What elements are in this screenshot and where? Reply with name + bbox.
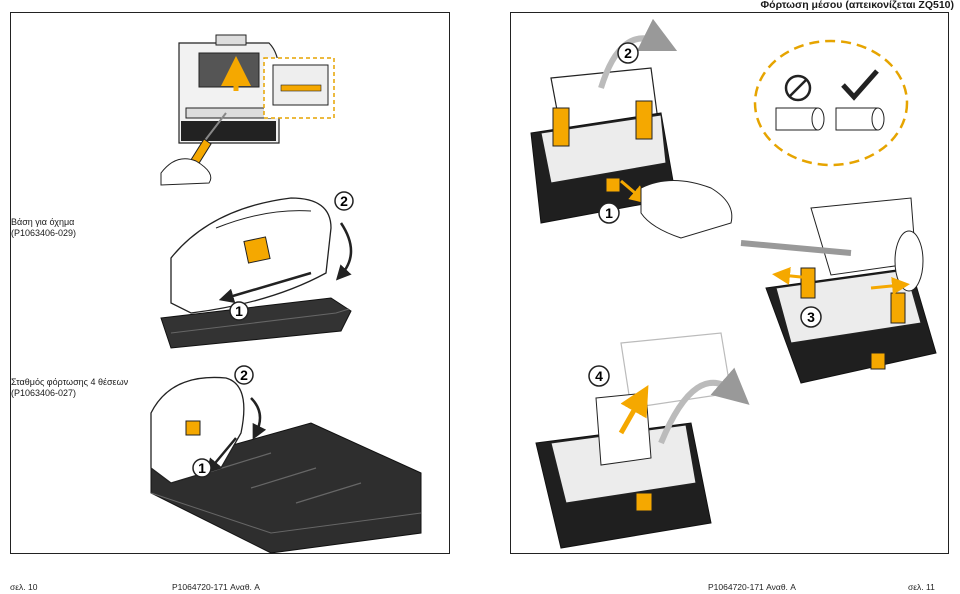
printer-open-lid-illustration (530, 18, 678, 224)
left-illustration-panel: 2 1 2 1 Βάση για όχημα (P1063406-029) Στ… (10, 12, 450, 554)
vehicle-cradle-illustration (160, 191, 354, 349)
roll-insertion-illustration (740, 197, 937, 384)
checkmark-icon (841, 69, 879, 101)
left-page-number: σελ. 10 (10, 582, 38, 592)
left-document-id: P1064720-171 Αναθ. A (172, 582, 260, 592)
media-step-4: 4 (595, 368, 603, 384)
right-page-number: σελ. 11 (908, 582, 935, 592)
right-illustration-panel: 2 1 (510, 12, 949, 554)
media-step-3: 3 (807, 309, 815, 325)
media-step-2: 2 (624, 45, 632, 61)
paper-roll-icon (775, 107, 885, 131)
station-step-1: 1 (198, 460, 206, 476)
no-sign-icon (784, 74, 812, 102)
printer-back-detail (178, 34, 335, 144)
right-document-id: P1064720-171 Αναθ. A (708, 582, 796, 592)
charging-station-caption-line-2: (P1063406-027) (11, 388, 77, 398)
vehicle-cradle-caption-line-2: (P1063406-029) (11, 228, 77, 238)
vehicle-step-2: 2 (340, 193, 348, 209)
right-illustrations: 2 1 (530, 18, 937, 549)
left-illustrations: 2 1 2 1 (150, 34, 422, 554)
station-step-2: 2 (240, 367, 248, 383)
vehicle-step-1: 1 (235, 303, 243, 319)
page-title: Φόρτωση μέσου (απεικονίζεται ZQ510) (760, 0, 954, 11)
vehicle-cradle-caption: Βάση για όχημα (P1063406-029) (11, 217, 76, 239)
roll-orientation-guide (753, 39, 909, 167)
media-step-1: 1 (605, 205, 613, 221)
screwdriver-icon (160, 112, 227, 186)
charging-station-caption-line-1: Σταθμός φόρτωσης 4 θέσεων (11, 377, 129, 387)
vehicle-cradle-caption-line-1: Βάση για όχημα (11, 217, 75, 227)
charging-station-caption: Σταθμός φόρτωσης 4 θέσεων (P1063406-027) (11, 377, 128, 399)
printer-close-lid-illustration (535, 332, 750, 549)
four-bay-charger-illustration (150, 365, 422, 554)
hand-icon (640, 180, 733, 239)
